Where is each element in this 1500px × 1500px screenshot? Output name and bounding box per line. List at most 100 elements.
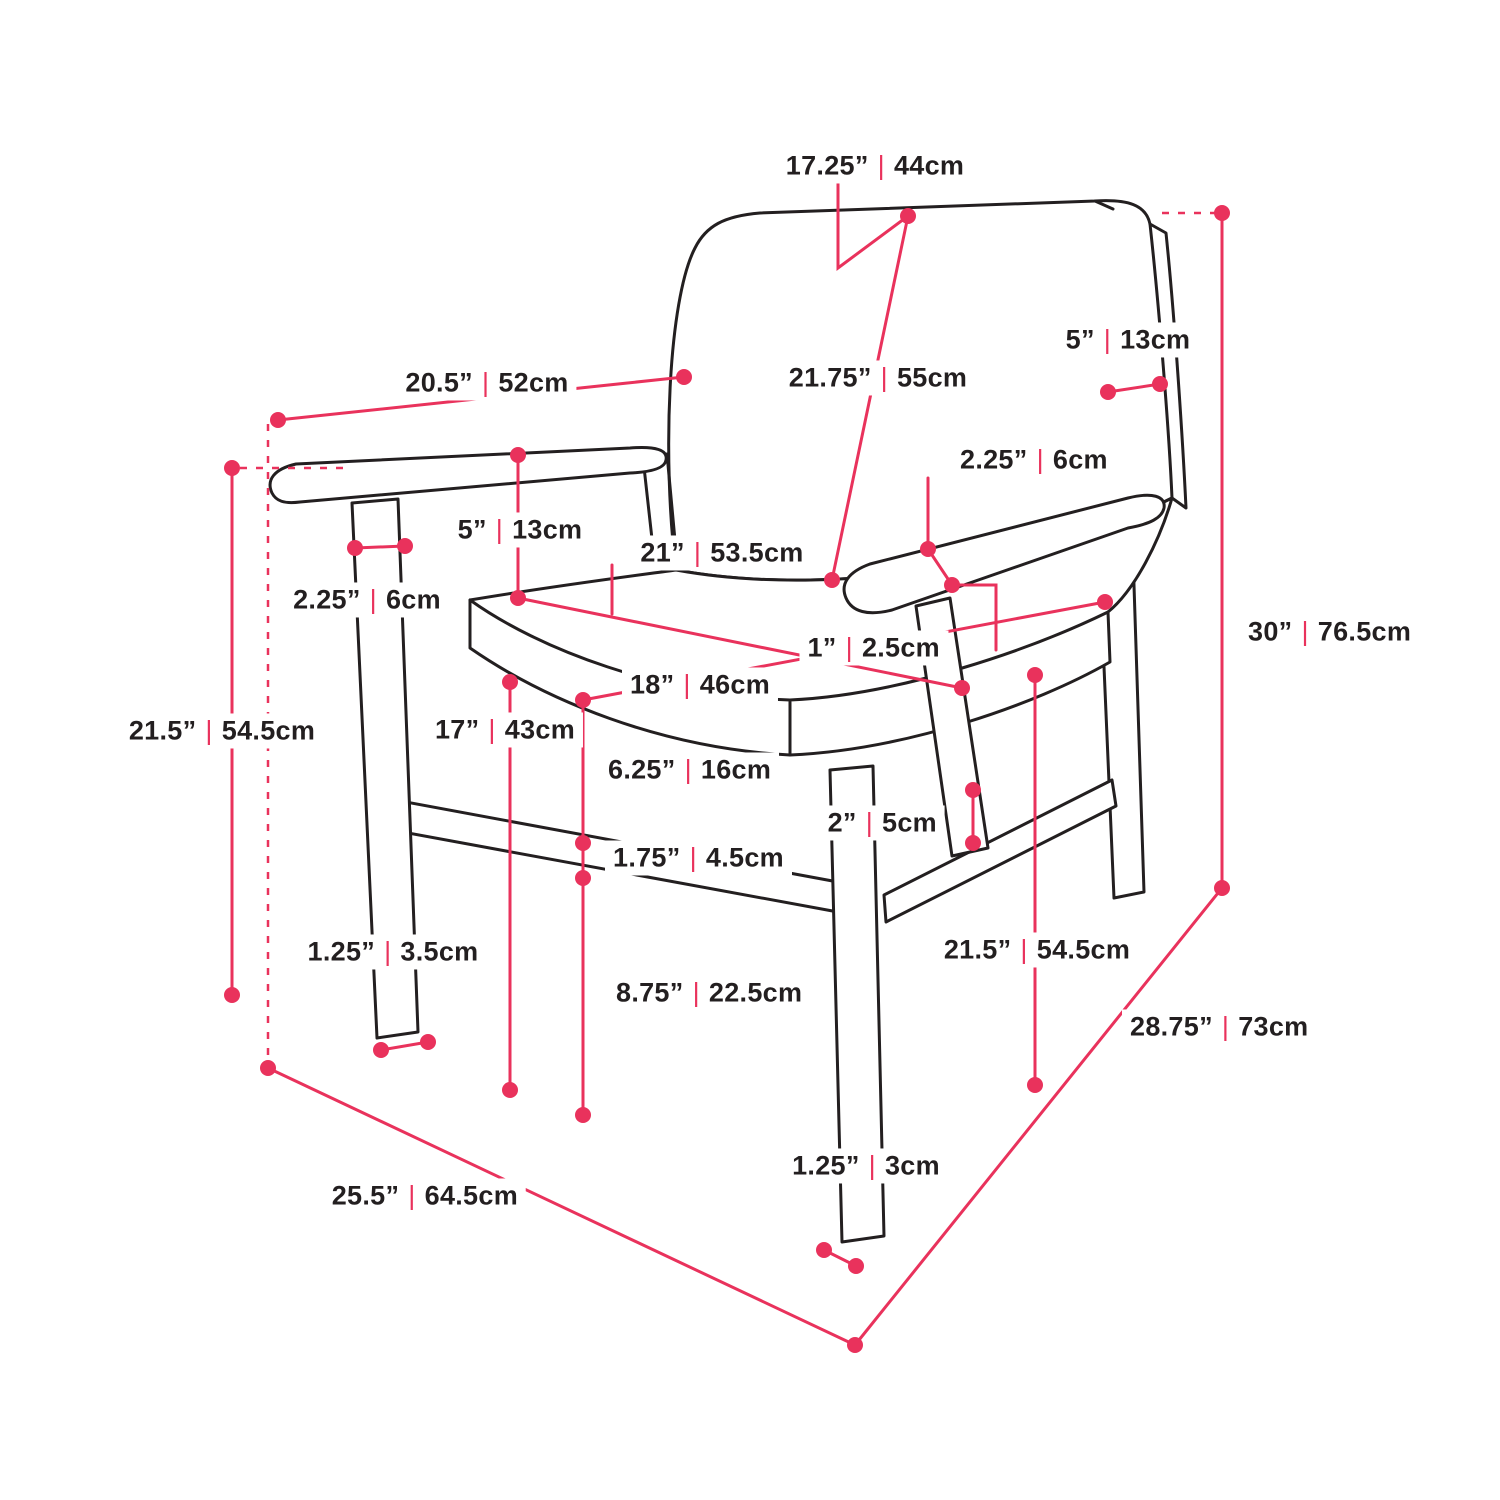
dim-label-seat-depth: 18”|46cm [621,667,779,703]
dim-separator: | [495,514,504,545]
dim-inches: 6.25” [608,754,676,785]
dim-separator: | [481,367,490,398]
dim-inches: 1.75” [613,842,681,873]
dim-label-armrest-height-left: 21.5”|54.5cm [120,713,324,749]
dim-cm: 13cm [1120,324,1191,355]
dim-separator: | [1221,1011,1230,1042]
dimension-line [830,214,910,582]
dimension-line [516,596,964,690]
dim-inches: 18” [629,669,675,700]
dim-separator: | [683,669,691,700]
dim-label-seat-cushion-thickness: 6.25”|16cm [600,752,780,788]
dim-label-apron-thickness: 1.75” | 4.5cm [605,840,792,876]
dim-label-armrest-overhang: 1”|2.5cm [799,630,948,666]
dimension-dot [224,987,240,1003]
dim-inches: 1.25” [307,936,376,967]
dimension-dot [848,1258,864,1274]
dim-inches: 5” [1065,324,1095,355]
dim-inches: 17” [434,714,480,745]
dim-separator: | [384,936,392,967]
dim-inches: 17.25” [785,150,869,181]
dim-separator: | [408,1180,416,1211]
chair-right-apron [882,778,1118,924]
dim-inches: 2.25” [960,444,1028,475]
dimension-line [353,544,407,550]
dim-separator: | [369,584,377,615]
dim-cm: 54.5cm [1036,934,1131,965]
dim-label-overall-depth: 28.75”|73cm [1122,1009,1317,1045]
dim-label-backrest-thickness: 5” | 13cm [1057,322,1199,358]
dim-inches: 1” [807,632,837,663]
dim-separator: | [684,754,692,785]
dim-separator: | [1103,324,1112,355]
dim-cm: 43cm [504,714,576,745]
dimension-dot [676,369,692,385]
dim-cm: 55cm [896,362,968,393]
dim-label-overall-height: 30”|76.5cm [1240,614,1420,650]
dim-label-backrest-height: 21.75”|55cm [780,360,976,396]
dim-cm: 73cm [1238,1011,1309,1042]
dim-cm: 52cm [498,367,569,398]
dim-cm: 53.5cm [710,537,804,568]
dimension-dot [965,835,981,851]
dimension-dot [1027,1077,1043,1093]
dim-label-armrest-width-left: 2.25” | 6cm [285,582,449,618]
dim-cm: 6cm [385,584,441,615]
dimension-dot [965,782,981,798]
dimension-dot [502,1082,518,1098]
dim-inches: 21” [640,537,685,568]
dimension-line [266,1066,857,1347]
chair-right-armrest [842,493,1166,615]
dimension-dot [1097,594,1113,610]
dim-cm: 3.5cm [400,936,479,967]
dimension-dot [502,674,518,690]
dim-inches: 20.5” [405,367,473,398]
dim-separator: | [205,715,213,746]
dim-inches: 21.5” [128,715,197,746]
dim-inches: 21.5” [943,934,1012,965]
dim-inches: 2.25” [293,584,361,615]
dimension-dot [260,1060,276,1076]
dimension-line [853,886,1224,1347]
chair-front-right-leg [828,764,886,1244]
dim-label-leg-width-left: 1.25” | 3.5cm [299,934,487,970]
dim-cm: 4.5cm [705,842,784,873]
dim-separator: | [1036,444,1044,475]
dimension-dot [373,1042,389,1058]
dim-label-armrest-length: 20.5” | 52cm [397,365,577,401]
dim-separator: | [868,1150,876,1181]
dim-inches: 2” [827,807,857,838]
dim-cm: 64.5cm [424,1180,518,1211]
dimension-dot [816,1242,832,1258]
dimension-dot [575,1107,591,1123]
dimension-bracket [950,583,998,652]
dim-label-leg-height: 8.75”|22.5cm [608,975,811,1011]
dimension-dot [847,1337,863,1353]
dimension-dot [510,447,526,463]
dim-separator: | [877,150,885,181]
dimension-dot [347,540,363,556]
dim-cm: 6cm [1052,444,1108,475]
dimension-dot [270,412,286,428]
dim-separator: | [689,842,697,873]
dim-inches: 30” [1248,616,1293,647]
dimension-dot [944,577,960,593]
dim-label-armrest-above-seat: 5”|13cm [449,512,591,548]
dimension-dot [954,680,970,696]
dimension-leader-top-width [836,181,910,271]
dimension-dot [575,692,591,708]
dimension-line [1106,382,1162,394]
chair-left-front-leg [350,497,420,1040]
dim-cm: 3cm [884,1150,940,1181]
dim-separator: | [1020,934,1028,965]
dim-cm: 13cm [512,514,583,545]
dimension-dot [510,590,526,606]
dim-cm: 5cm [882,807,937,838]
dim-label-seat-height: 17”|43cm [426,712,584,748]
dimension-dot [824,572,840,588]
chair-line-art [268,199,1188,1244]
dimension-dot [920,541,936,557]
dim-separator: | [692,977,700,1008]
